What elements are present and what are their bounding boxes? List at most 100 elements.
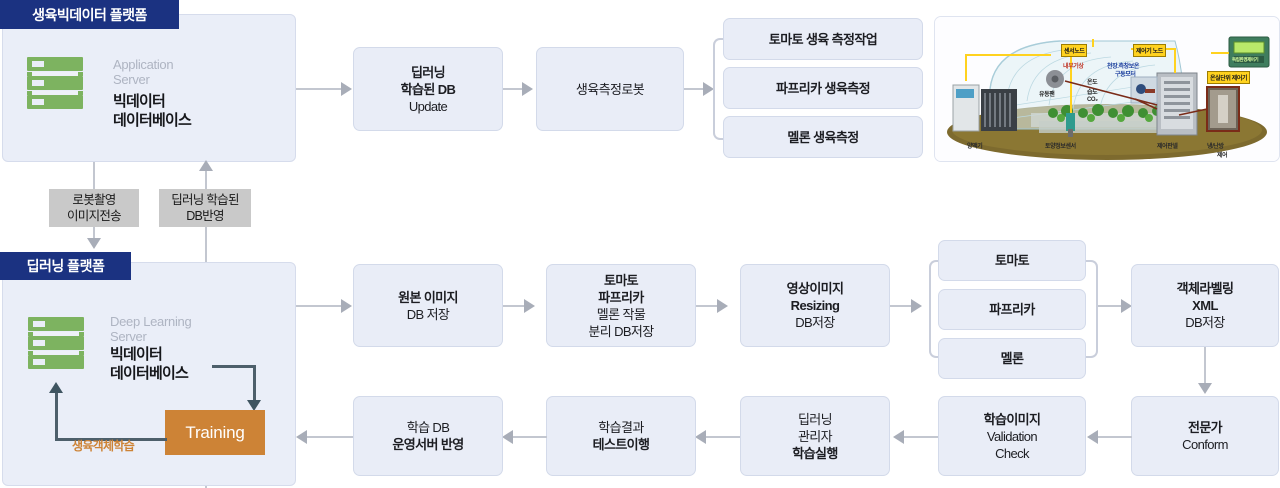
robot-line1: 생육측정로봇 bbox=[575, 81, 645, 97]
arrow-line-robot-to-tasks bbox=[684, 88, 704, 90]
deep-learning-server-subtitle: Deep Learning Server bbox=[110, 314, 192, 344]
gh-text-ceiling-insulation: 천장.측창보온 bbox=[1107, 64, 1139, 70]
chip-db-line1: 딥러닝 학습된 bbox=[171, 193, 239, 207]
update-line1: 딥러닝 bbox=[410, 64, 446, 80]
gh-tag-greenhouse-controller: 온실단위 제어기 bbox=[1207, 71, 1251, 84]
greenhouse-illustration bbox=[935, 17, 1279, 161]
arrow-back-to-db bbox=[49, 382, 63, 393]
bigdata-b-line1: 빅데이터 bbox=[110, 346, 163, 363]
loop-line-training-back bbox=[55, 438, 167, 441]
arrow-line-expert-to-validation bbox=[1098, 436, 1132, 438]
orig-line2: DB 저장 bbox=[406, 306, 450, 322]
chip-robot-line2: 이미지전송 bbox=[66, 209, 122, 223]
resize-line2: Resizing bbox=[790, 298, 840, 313]
gh-label-soil-sensor: 토양정보센서 bbox=[1045, 144, 1076, 150]
arrow-head-train-to-test bbox=[695, 430, 706, 444]
chip-robot-image-transfer: 로봇촬영 이미지전송 bbox=[49, 189, 139, 227]
box-deep-learning-train-run: 딥러닝 관리자 학습실행 bbox=[740, 396, 890, 476]
box-original-image-db: 원본 이미지 DB 저장 bbox=[353, 264, 503, 347]
xml-line3: DB저장 bbox=[1185, 315, 1225, 330]
arrow-head-panel-to-original bbox=[341, 299, 352, 313]
resize-line3: DB저장 bbox=[795, 315, 835, 330]
box-image-resizing: 영상이미지 Resizing DB저장 bbox=[740, 264, 890, 347]
gh-text-temperature: 온도 bbox=[1087, 80, 1098, 86]
arrow-head-validation-to-train bbox=[893, 430, 904, 444]
bigdata-database-title-top: 빅데이터 데이터베이스 bbox=[113, 92, 192, 130]
crop-melon-label: 멜론 bbox=[1000, 351, 1024, 366]
apply-line2: 운영서버 반영 bbox=[392, 437, 464, 452]
valid-line1: 학습이미지 bbox=[983, 411, 1041, 427]
gh-label-nutrient: 양액기 bbox=[967, 144, 983, 150]
arrow-line-split-to-resize bbox=[696, 305, 718, 307]
bracket-crops-left bbox=[929, 260, 942, 358]
box-crop-tomato: 토마토 bbox=[938, 240, 1086, 281]
box-validation-check: 학습이미지 Validation Check bbox=[938, 396, 1086, 476]
gh-tag-sensor-node: 센서노드 bbox=[1061, 44, 1088, 57]
expert-line1: 전문가 bbox=[1187, 420, 1223, 435]
arrow-head-test-to-apply bbox=[502, 430, 513, 444]
train-line2: 관리자 bbox=[797, 428, 833, 444]
apply-line1: 학습 DB bbox=[406, 420, 450, 435]
valid-line3: Check bbox=[995, 445, 1029, 461]
box-task-paprika: 파프리카 생육측정 bbox=[723, 67, 923, 109]
arrow-head-resize-to-crops bbox=[911, 299, 922, 313]
arrow-into-training bbox=[247, 400, 261, 411]
gh-label-control: 제어 bbox=[1217, 153, 1228, 159]
arrow-head-xml-to-expert bbox=[1198, 383, 1212, 394]
resize-line1: 영상이미지 bbox=[786, 281, 844, 296]
arrow-head-apply-to-panel bbox=[296, 430, 307, 444]
box-deep-db-update: 딥러닝 학습된 DB Update bbox=[353, 47, 503, 131]
train-line3: 학습실행 bbox=[792, 445, 838, 461]
task-paprika-label: 파프리카 생육측정 bbox=[776, 80, 871, 96]
chip-robot-line1: 로봇촬영 bbox=[72, 193, 116, 207]
arrow-down-robot bbox=[87, 238, 101, 249]
arrow-head-split-to-resize bbox=[717, 299, 728, 313]
training-block: Training bbox=[165, 410, 265, 455]
bigdata-database-title-bottom: 빅데이터 데이터베이스 bbox=[110, 345, 189, 383]
bigdata-line2: 데이터베이스 bbox=[113, 112, 192, 129]
arrow-head-expert-to-validation bbox=[1087, 430, 1098, 444]
gh-tag-controller-node: 제어기 노드 bbox=[1133, 44, 1166, 57]
valid-line2: Validation bbox=[986, 428, 1038, 444]
arrow-line-update-to-robot bbox=[503, 88, 523, 90]
arrow-head-robot-to-tasks bbox=[703, 82, 714, 96]
arrow-head-panel-to-update bbox=[341, 82, 352, 96]
loop-line-up-to-db bbox=[55, 393, 58, 439]
gh-device-caption: 독립환경제어기 bbox=[1232, 57, 1259, 62]
arrow-head-update-to-robot bbox=[522, 82, 533, 96]
box-test-result: 학습결과 테스트이행 bbox=[546, 396, 696, 476]
arrow-line-test-to-apply bbox=[513, 436, 547, 438]
bigdata-line1: 빅데이터 bbox=[113, 93, 166, 110]
bracket-crops-right bbox=[1085, 260, 1098, 358]
crop-tomato-label: 토마토 bbox=[994, 253, 1030, 268]
loop-line-db-to-training bbox=[212, 365, 256, 368]
arrow-line-xml-to-expert bbox=[1204, 347, 1206, 385]
chip-db-line2: DB반영 bbox=[186, 209, 224, 223]
gh-label-fan: 유동팬 bbox=[1039, 92, 1055, 98]
tab-growth-bigdata-platform: 생육빅데이터 플랫폼 bbox=[0, 0, 179, 29]
arrow-line-train-to-test bbox=[706, 436, 740, 438]
bracket-measure-tasks bbox=[713, 38, 727, 140]
arrow-head-original-to-split bbox=[524, 299, 535, 313]
box-task-tomato: 토마토 생육 측정작업 bbox=[723, 18, 923, 60]
gh-text-co2: CO₂ bbox=[1087, 97, 1098, 103]
split-line3: 멜론 작물 bbox=[596, 306, 646, 322]
orig-line1: 원본 이미지 bbox=[398, 289, 458, 305]
arrow-line-panel-to-update bbox=[296, 88, 341, 90]
task-melon-label: 멜론 생육측정 bbox=[787, 129, 859, 145]
application-server-subtitle: Application Server bbox=[113, 57, 174, 87]
loop-line-down-to-training bbox=[253, 365, 256, 403]
gh-label-cooling-heating: 냉/난방 bbox=[1207, 144, 1224, 150]
gh-text-humidity: 습도 bbox=[1087, 90, 1098, 96]
xml-line2: XML bbox=[1192, 298, 1218, 313]
bigdata-b-line2: 데이터베이스 bbox=[110, 365, 189, 382]
train-line1: 딥러닝 bbox=[797, 411, 833, 427]
gh-label-control-panel: 제어판넬 bbox=[1157, 144, 1178, 150]
box-expert-conform: 전문가 Conform bbox=[1131, 396, 1279, 476]
chip-deep-learned-db: 딥러닝 학습된 DB반영 bbox=[159, 189, 251, 227]
crop-paprika-label: 파프리카 bbox=[989, 302, 1035, 317]
task-tomato-label: 토마토 생육 측정작업 bbox=[768, 31, 878, 47]
update-line2: 학습된 DB bbox=[400, 81, 456, 97]
expert-line2: Conform bbox=[1182, 437, 1228, 452]
dl-server-line1: Deep Learning bbox=[110, 314, 192, 329]
